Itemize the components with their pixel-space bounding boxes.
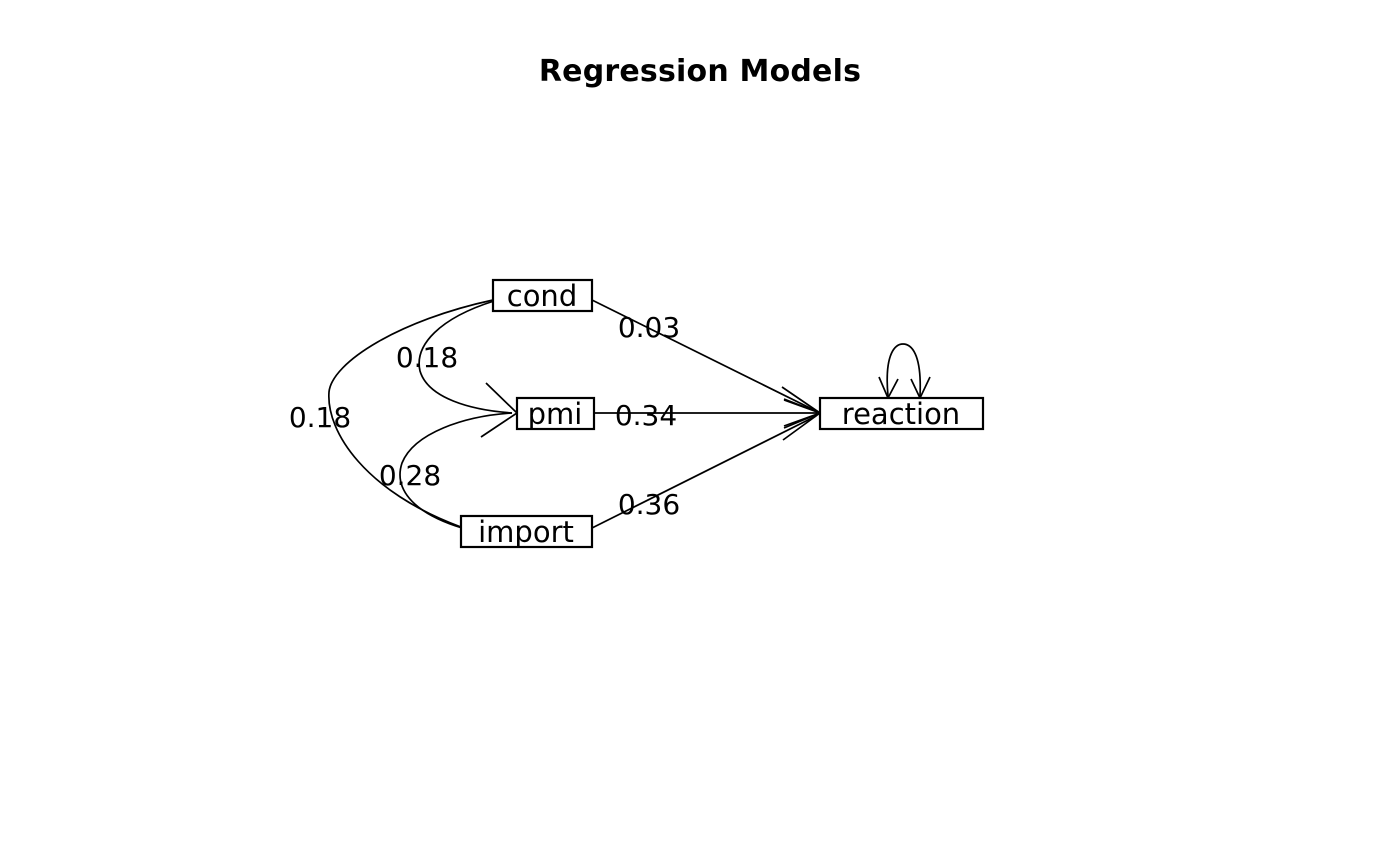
node-pmi[interactable]: pmi xyxy=(515,396,596,431)
node-label-pmi: pmi xyxy=(528,397,583,431)
node-label-reaction: reaction xyxy=(842,397,960,431)
edge-path-import-to-reaction xyxy=(591,415,817,529)
edge-label-import-to-reaction: 0.36 xyxy=(618,488,680,521)
edge-label-cond-to-pmi: 0.18 xyxy=(396,341,458,374)
edge-label-import-to-pmi: 0.28 xyxy=(379,459,441,492)
node-label-import: import xyxy=(478,515,574,549)
node-box-import xyxy=(459,514,594,549)
node-reaction[interactable]: reaction xyxy=(818,396,985,431)
edge-path-reaction-self-loop xyxy=(886,343,922,397)
node-box-cond xyxy=(491,278,594,313)
edge-reaction-self-loop[interactable] xyxy=(878,343,931,400)
edge-cond-import-covariance[interactable] xyxy=(328,299,494,528)
edge-path-import-to-pmi xyxy=(399,412,513,529)
arrowhead-cond-to-reaction xyxy=(781,386,822,429)
node-box-reaction xyxy=(818,396,985,431)
node-label-cond: cond xyxy=(507,279,577,313)
edge-import-to-pmi[interactable] xyxy=(399,412,513,529)
edge-path-cond-import-covariance xyxy=(328,299,494,528)
edge-label-pmi-to-reaction: 0.34 xyxy=(615,399,677,432)
edge-label-cond-to-reaction: 0.03 xyxy=(618,311,680,344)
node-box-pmi xyxy=(515,396,596,431)
edge-labels-layer: 0.18 0.18 0.03 0.34 0.28 0.36 xyxy=(289,311,680,521)
nodes-layer: cond pmi import reaction xyxy=(459,278,985,549)
edge-path-cond-to-reaction xyxy=(591,299,817,412)
page-title: Regression Models xyxy=(538,54,862,89)
node-import[interactable]: import xyxy=(459,514,594,549)
edge-path-cond-to-pmi xyxy=(418,300,513,414)
edge-label-cond-import-covariance: 0.18 xyxy=(289,401,351,434)
node-cond[interactable]: cond xyxy=(491,278,594,313)
